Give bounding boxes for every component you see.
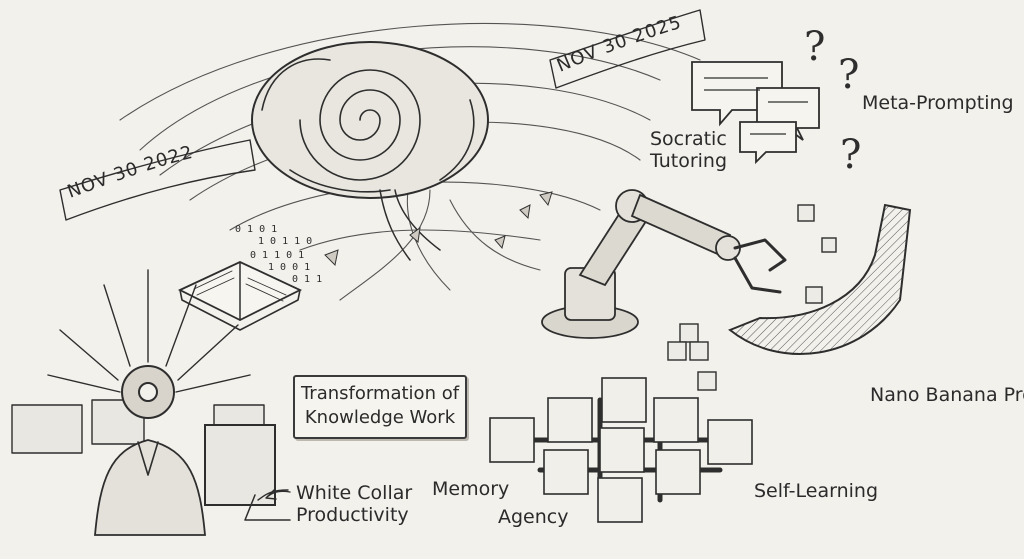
binary-line: 1 0 1 1 0 xyxy=(258,236,312,247)
fragments xyxy=(324,191,553,267)
label-self-learning: Self-Learning xyxy=(754,480,879,502)
ribbon-date-end: NOV 30 2025 xyxy=(554,12,684,77)
question-marks: ? ? ? xyxy=(804,24,861,178)
binary-stream: 0 1 0 1 1 0 1 1 0 0 1 1 0 1 1 0 0 1 0 1 … xyxy=(235,224,322,285)
title-line-2: Knowledge Work xyxy=(304,407,456,428)
label-socratic-tutoring: Socratic Tutoring xyxy=(650,128,728,172)
date-ribbons xyxy=(59,9,706,221)
svg-text:?: ? xyxy=(840,132,861,178)
label-white-collar-productivity: White Collar Productivity xyxy=(296,482,413,526)
svg-text:?: ? xyxy=(804,24,825,70)
binary-line: 0 1 1 0 1 xyxy=(250,250,304,261)
brain-icon xyxy=(251,41,489,261)
chat-bubbles-icon xyxy=(691,61,820,165)
pixel-banana-icon xyxy=(728,203,912,355)
binary-line: 0 1 1 xyxy=(292,274,322,285)
book-icon xyxy=(177,261,303,331)
small-cubes xyxy=(667,204,837,391)
binary-line: 1 0 0 1 xyxy=(268,262,310,273)
worker-icon xyxy=(11,269,291,536)
title-box: Transformation of Knowledge Work xyxy=(293,375,467,439)
robot-arm-icon xyxy=(541,189,787,339)
svg-text:?: ? xyxy=(838,52,859,98)
title-line-1: Transformation of xyxy=(300,383,460,404)
binary-line: 0 1 0 1 xyxy=(235,224,277,235)
ribbon-date-start: NOV 30 2022 xyxy=(65,142,196,203)
label-memory: Memory xyxy=(432,478,510,500)
label-agency: Agency xyxy=(498,506,569,528)
cube-lattice-icon xyxy=(489,377,753,523)
label-arrows xyxy=(265,489,291,500)
label-nano-banana-pro: Nano Banana Pro xyxy=(870,384,1024,406)
label-meta-prompting: Meta-Prompting xyxy=(862,92,1014,114)
